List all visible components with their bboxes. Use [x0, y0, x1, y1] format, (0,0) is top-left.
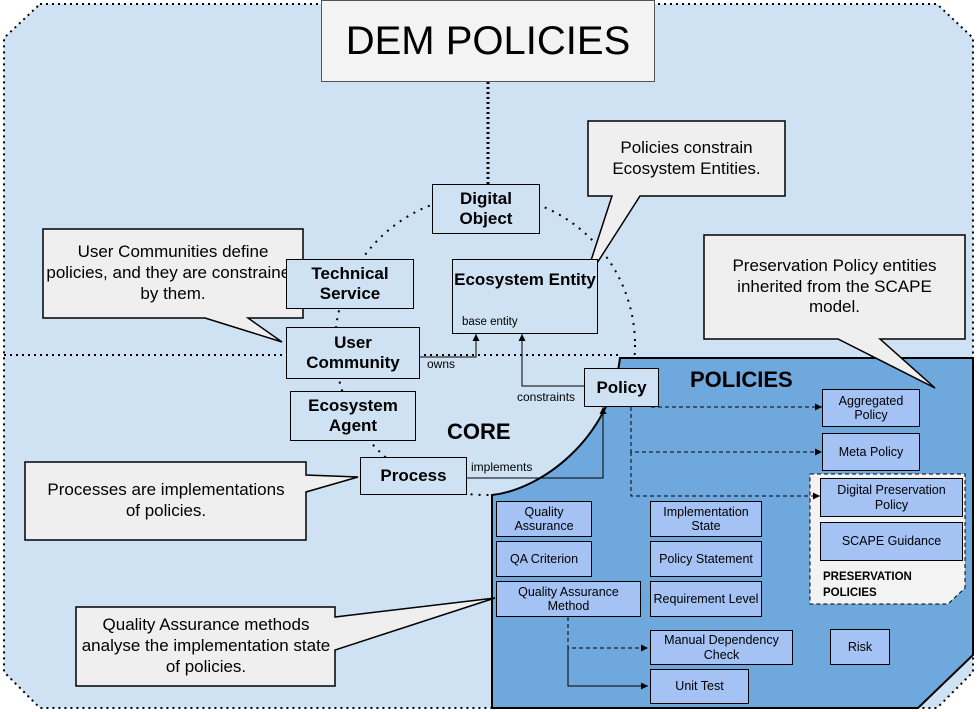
entity-policy-statement: Policy Statement	[650, 541, 762, 577]
entity-digital-preservation-policy: Digital Preservation Policy	[820, 478, 963, 517]
label-implements: implements	[471, 460, 533, 474]
implements-arrow	[467, 407, 607, 479]
entity-process: Process	[360, 457, 467, 495]
callout-qa-methods-shape	[75, 597, 496, 687]
entity-unit-test: Unit Test	[650, 669, 749, 704]
entity-qa-criterion: QA Criterion	[496, 541, 592, 577]
region-label-policies: POLICIES	[690, 367, 793, 392]
entity-ecosystem-entity: Ecosystem Entity base entity	[452, 259, 598, 334]
callout-preservation: Preservation Policy entities inherited f…	[732, 255, 937, 317]
callout-user-communities: User Communities define policies, and th…	[46, 242, 300, 303]
label-constraints: constraints	[517, 390, 576, 404]
callout-processes: Processes are implementations of policie…	[47, 480, 285, 520]
dash-dpp	[630, 452, 820, 500]
entity-quality-assurance-method: Quality Assurance Method	[496, 581, 641, 617]
constraints-arrow	[518, 334, 584, 387]
region-label-core: CORE	[447, 419, 511, 444]
entity-requirement-level: Requirement Level	[650, 581, 762, 617]
callout-processes-shape	[24, 461, 359, 541]
callout-policies-constrain-shape	[582, 120, 786, 286]
entity-technical-service: Technical Service	[286, 259, 414, 309]
entity-implementation-state: Implementation State	[650, 501, 762, 537]
entity-policy: Policy	[584, 368, 659, 407]
callout-qa-methods: Quality Assurance methods analyse the im…	[81, 615, 331, 676]
entity-quality-assurance: Quality Assurance	[496, 501, 592, 537]
core-circle	[334, 194, 636, 496]
page-title: DEM POLICIES	[321, 0, 655, 82]
entity-manual-dependency-check: Manual Dependency Check	[650, 630, 793, 665]
region-label-preservation: PRESERVATION POLICIES	[823, 571, 912, 599]
owns-arrow	[420, 334, 480, 358]
entity-digital-object: Digital Object	[432, 184, 540, 234]
callout-user-communities-shape	[42, 228, 304, 343]
ecosystem-entity-note: base entity	[462, 315, 518, 328]
solid-unit-test	[567, 648, 648, 690]
entity-risk: Risk	[830, 629, 890, 665]
label-owns: owns	[427, 357, 456, 371]
entity-meta-policy: Meta Policy	[822, 433, 920, 471]
entity-ecosystem-agent: Ecosystem Agent	[290, 391, 416, 441]
entity-aggregated-policy: Aggregated Policy	[822, 389, 920, 427]
callout-preservation-shape	[703, 234, 966, 389]
entity-user-community: User Community	[286, 327, 420, 379]
entity-scape-guidance: SCAPE Guidance	[820, 522, 963, 561]
callout-policies-constrain: Policies constrain Ecosystem Entities.	[612, 137, 761, 178]
